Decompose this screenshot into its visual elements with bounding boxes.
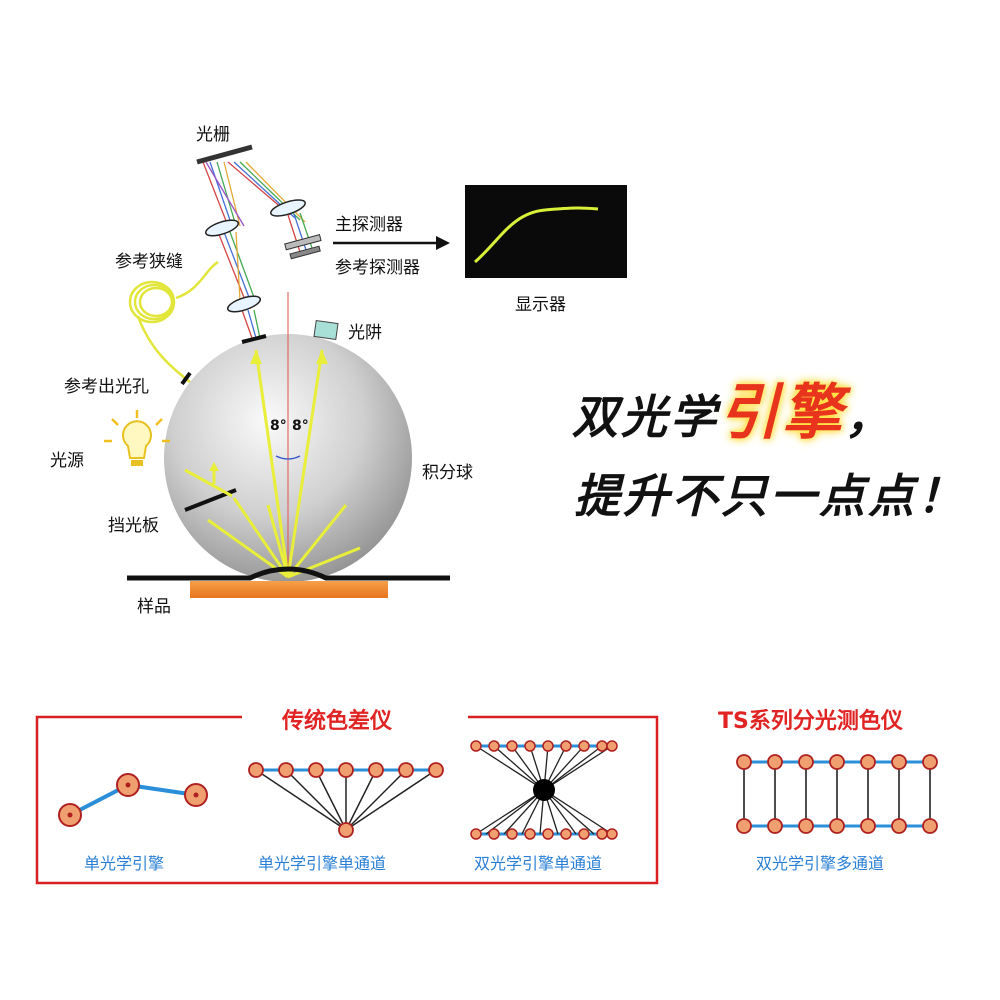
- detector-array: [284, 234, 322, 260]
- fiber-coil: [128, 260, 219, 383]
- lens-upper-left: [204, 219, 240, 237]
- detector-arrowhead: [436, 236, 450, 250]
- network-single-engine: [58, 773, 208, 827]
- label-baffle: 挡光板: [108, 516, 159, 536]
- caption-single-engine: 单光学引擎: [84, 854, 165, 873]
- measurement-beams: [184, 349, 361, 579]
- network-single-channel: [248, 762, 444, 838]
- label-main-detector: 主探测器: [335, 215, 403, 235]
- sample-block: [190, 581, 388, 598]
- label-angle-right: 8°: [292, 418, 309, 434]
- traditional-frame: [35, 715, 659, 885]
- label-light-trap: 光阱: [348, 323, 382, 343]
- slogan-suffix: ，: [845, 390, 894, 444]
- slogan-line-2: 提升不只一点点！: [574, 469, 966, 523]
- caption-dual-single-channel: 双光学引擎单通道: [474, 854, 603, 873]
- light-bulb-icon: [104, 410, 170, 466]
- caption-dual-multi-channel: 双光学引擎多通道: [756, 854, 885, 873]
- network-dual-multi-channel: [736, 754, 938, 834]
- label-sphere: 积分球: [422, 463, 473, 483]
- network-dual-single-channel: [470, 740, 618, 840]
- lens-right: [270, 199, 306, 217]
- label-grating: 光栅: [196, 125, 230, 145]
- top-port: [241, 334, 267, 344]
- label-display: 显示器: [515, 295, 566, 315]
- title-ts-series: TS系列分光测色仪: [718, 709, 903, 734]
- label-ref-slit: 参考狭缝: [115, 252, 183, 272]
- slogan-prefix: 双光学: [572, 390, 719, 444]
- slogan-line-1: 双光学引擎，: [572, 364, 894, 451]
- stage-surface: [127, 566, 450, 581]
- light-trap-block: [313, 319, 339, 341]
- ref-aperture-port: [180, 371, 192, 386]
- slogan-highlight: 引擎: [719, 378, 845, 448]
- label-ref-aperture: 参考出光孔: [64, 377, 149, 397]
- label-ref-detector: 参考探测器: [335, 258, 420, 278]
- label-sample: 样品: [137, 597, 171, 617]
- display-curve: [474, 206, 599, 264]
- grating-bar: [196, 144, 253, 165]
- beam-arrowheads: [209, 350, 328, 471]
- spectral-beam-path: [202, 161, 313, 339]
- label-light-source: 光源: [50, 451, 84, 471]
- title-traditional: 传统色差仪: [282, 709, 393, 734]
- caption-single-channel: 单光学引擎单通道: [258, 854, 387, 873]
- lens-lower: [226, 295, 262, 313]
- display-screen: [465, 185, 627, 278]
- label-angle-left: 8°: [270, 418, 287, 434]
- angle-arc: [275, 455, 301, 460]
